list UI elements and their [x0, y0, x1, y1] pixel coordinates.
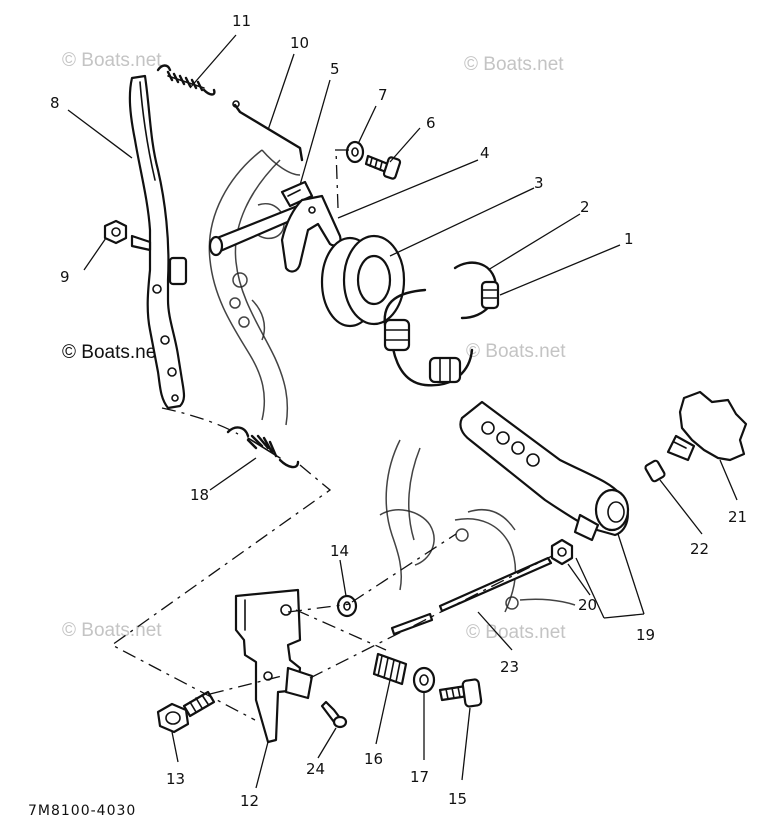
callout-24: 24 [306, 760, 325, 778]
callout-14: 14 [330, 542, 349, 560]
part-10-link-rod [232, 100, 304, 162]
callout-8: 8 [50, 94, 60, 112]
callout-10: 10 [290, 34, 309, 52]
watermark: © Boats.net [466, 341, 566, 362]
callout-23: 23 [500, 658, 519, 676]
part-3-clutch-collar [320, 234, 406, 328]
callout-1: 1 [624, 230, 634, 248]
callout-13: 13 [166, 770, 185, 788]
part-2-spring-clip [383, 261, 500, 327]
callout-15: 15 [448, 790, 467, 808]
watermark: © Boats.net [464, 54, 564, 75]
part-1-spring-clip [383, 318, 474, 387]
callout-16: 16 [364, 750, 383, 768]
callout-6: 6 [426, 114, 436, 132]
part-22-collar [644, 459, 666, 483]
part-19-throttle-arm [459, 400, 630, 542]
engine-housing-outline [208, 149, 301, 426]
callout-5: 5 [330, 60, 340, 78]
callout-3: 3 [534, 174, 544, 192]
watermark: © Boats.net [62, 620, 162, 641]
part-6-bolt [364, 154, 402, 180]
part-17-washer [412, 666, 436, 694]
callout-7: 7 [378, 86, 388, 104]
callout-22: 22 [690, 540, 709, 558]
callout-11: 11 [232, 12, 251, 30]
part-15-bolt [438, 678, 483, 708]
assembly-lines [110, 149, 553, 721]
part-16-bolt [372, 652, 408, 686]
part-11-spring [156, 64, 216, 96]
callout-9: 9 [60, 268, 70, 286]
part-21-knob [666, 390, 748, 462]
watermark: © Boats.net [62, 342, 162, 363]
callout-4: 4 [480, 144, 490, 162]
part-8-lever-arm [128, 74, 188, 410]
callout-19: 19 [636, 626, 655, 644]
part-7-washer [345, 140, 365, 164]
callout-21: 21 [728, 508, 747, 526]
part-13-bolt [156, 690, 216, 734]
watermark: © Boats.net [62, 50, 162, 71]
callout-18: 18 [190, 486, 209, 504]
part-12-bracket [234, 588, 314, 744]
callout-labels: 1 2 3 4 5 6 7 8 9 10 11 12 13 14 15 16 1… [50, 12, 747, 810]
callout-20: 20 [578, 596, 597, 614]
part-18-spring [226, 426, 300, 469]
callout-12: 12 [240, 792, 259, 810]
part-14-washer [336, 594, 358, 618]
part-24-screw [320, 700, 348, 729]
callout-2: 2 [580, 198, 590, 216]
callout-17: 17 [410, 768, 429, 786]
diagram-code: 7M8100-4030 [28, 803, 136, 819]
part-20-nut [550, 538, 574, 566]
watermark: © Boats.net [466, 622, 566, 643]
leader-lines [67, 34, 738, 789]
part-9-nut [103, 219, 152, 252]
